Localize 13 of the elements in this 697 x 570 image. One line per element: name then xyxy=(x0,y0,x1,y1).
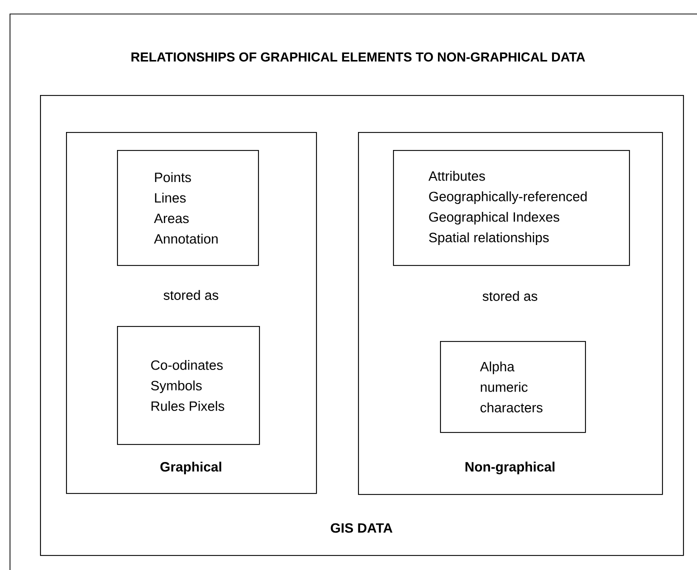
panel-text: stored as xyxy=(482,291,538,301)
panel-heading: Non-graphical xyxy=(466,462,554,474)
list-box: Attributes Geographically-referenced Geographical Indexes Spatial relationships xyxy=(393,150,630,266)
title: RELATIONSHIPS OF GRAPHICAL ELEMENTS TO NON-GRAPHICAL DATA xyxy=(132,52,586,62)
panel-box xyxy=(40,95,684,556)
list-box: Points Lines Areas Annotation xyxy=(117,150,259,266)
panel-heading: Graphical xyxy=(160,462,222,474)
list-box: Co-odinates Symbols Rules Pixels xyxy=(117,326,260,445)
panel-text: stored as xyxy=(164,290,218,300)
panel-heading: GIS DATA xyxy=(330,523,392,533)
panel-box xyxy=(66,132,317,494)
panel-box xyxy=(358,132,663,495)
list-box: Alpha numeric characters xyxy=(440,341,586,433)
